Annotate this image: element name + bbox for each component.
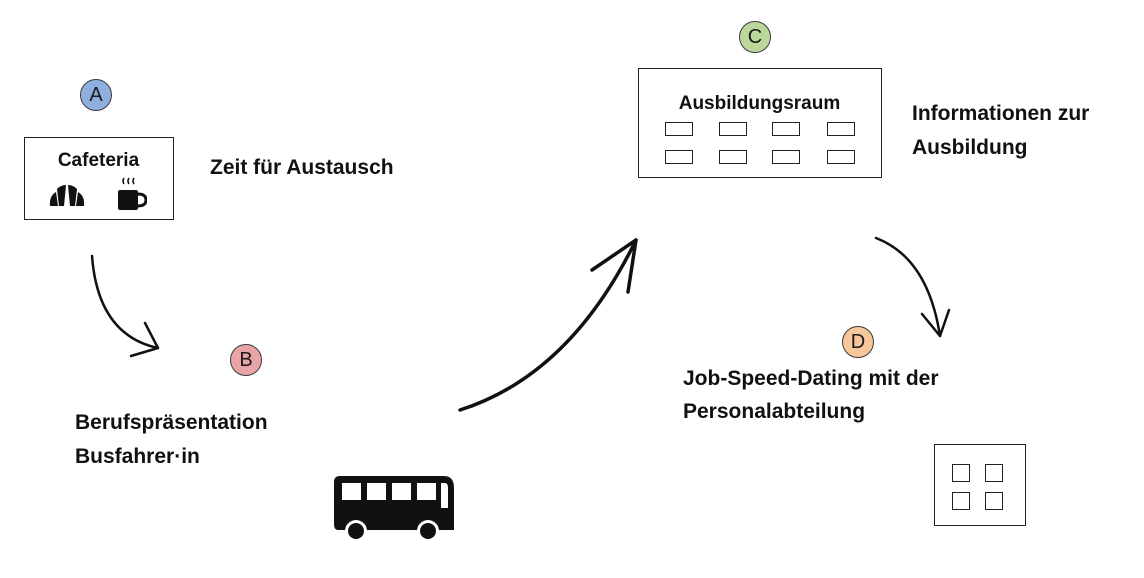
training-room-title: Ausbildungsraum <box>678 93 841 114</box>
desk <box>665 150 693 164</box>
arrow-a-to-b-head <box>129 321 160 358</box>
seat <box>985 464 1003 482</box>
presentation-line-1: Berufspräsentation <box>75 411 268 434</box>
desk <box>827 122 855 136</box>
arrow-c-to-d <box>874 236 942 338</box>
bus-icon <box>334 476 454 542</box>
step-b-letter: B <box>239 348 253 371</box>
seat <box>952 464 970 482</box>
presentation-line-2: Busfahrer·in <box>75 445 200 468</box>
desk <box>719 150 747 164</box>
cafeteria-description: Zeit für Austausch <box>210 156 394 179</box>
seat <box>985 492 1003 510</box>
desk <box>719 122 747 136</box>
coffee-icon <box>118 177 147 210</box>
arrow-c-to-d-head <box>920 308 951 338</box>
training-room-box: Ausbildungsraum <box>638 68 882 178</box>
training-room-line-1: Informationen zur <box>912 102 1090 125</box>
table-icon <box>934 444 1026 526</box>
step-a-marker: A <box>80 79 112 111</box>
desk <box>772 122 800 136</box>
croissant-icon <box>49 185 85 206</box>
desk <box>772 150 800 164</box>
cafeteria-title: Cafeteria <box>57 150 140 171</box>
cafeteria-box: Cafeteria <box>24 137 174 220</box>
speed-dating-line-2: Personalabteilung <box>683 400 866 423</box>
arrow-b-to-c <box>458 238 638 412</box>
desk <box>827 150 855 164</box>
seat <box>952 492 970 510</box>
arrow-b-to-c-head <box>590 238 638 294</box>
step-c-letter: C <box>747 25 763 48</box>
step-d-marker: D <box>842 326 874 358</box>
step-b-marker: B <box>230 344 262 376</box>
step-a-letter: A <box>89 83 103 106</box>
step-d-letter: D <box>850 330 866 353</box>
step-c-marker: C <box>739 21 771 53</box>
training-room-line-2: Ausbildung <box>912 136 1028 159</box>
speed-dating-line-1: Job-Speed-Dating mit der <box>683 367 939 390</box>
arrow-a-to-b <box>90 254 160 350</box>
desk <box>665 122 693 136</box>
